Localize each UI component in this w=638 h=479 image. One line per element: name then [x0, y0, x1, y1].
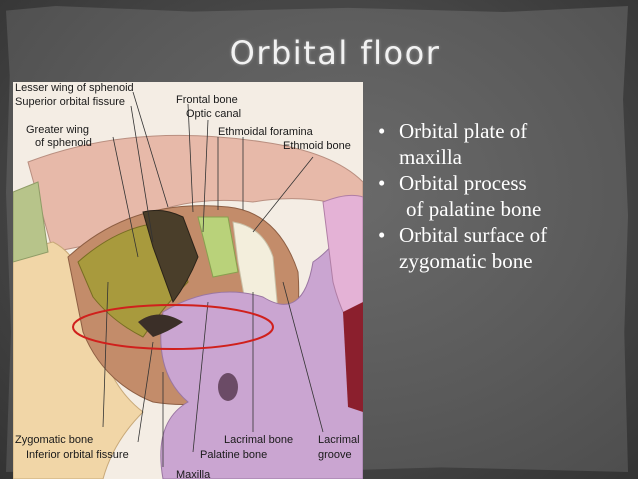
bullet-item: Orbital process of palatine bone	[376, 170, 626, 222]
highlight-ring	[72, 304, 274, 350]
bullet-item: Orbital surface of zygomatic bone	[376, 222, 626, 274]
label-optic-canal: Optic canal	[186, 108, 242, 120]
label-lacrimal-bone: Lacrimal bone	[224, 434, 294, 446]
label-greater-wing-1: Greater wing	[26, 124, 89, 136]
bullet-item: Orbital plate of maxilla	[376, 118, 626, 170]
label-zygomatic-bone: Zygomatic bone	[15, 434, 94, 446]
label-lacrimal-groove-2: groove	[318, 449, 352, 461]
bullet-text-cont: zygomatic bone	[399, 249, 533, 273]
bullet-text-cont: maxilla	[399, 145, 462, 169]
anatomy-figure: Lesser wing of sphenoid Superior orbital…	[13, 82, 363, 479]
label-ethmoidal-foramina: Ethmoidal foramina	[218, 126, 313, 138]
bullet-text: Orbital surface of	[399, 223, 548, 247]
bullet-list: Orbital plate of maxilla Orbital process…	[376, 118, 626, 274]
label-greater-wing-2: of sphenoid	[35, 137, 92, 149]
bullet-text-cont: of palatine bone	[406, 197, 542, 221]
label-lacrimal-groove-1: Lacrimal	[318, 434, 360, 446]
label-palatine-bone: Palatine bone	[200, 449, 268, 461]
label-frontal-bone: Frontal bone	[176, 94, 238, 106]
orbit-illustration	[13, 82, 363, 479]
label-lesser-wing: Lesser wing of sphenoid	[15, 82, 134, 94]
slide-title: Orbital floor	[229, 34, 441, 72]
label-maxilla: Maxilla	[176, 469, 211, 479]
label-superior-orbital-fissure: Superior orbital fissure	[15, 96, 126, 108]
label-inferior-orbital-fissure: Inferior orbital fissure	[26, 449, 129, 461]
bullet-text: Orbital process	[399, 171, 527, 195]
bullet-text: Orbital plate of	[399, 119, 528, 143]
label-ethmoid-bone: Ethmoid bone	[283, 140, 351, 152]
